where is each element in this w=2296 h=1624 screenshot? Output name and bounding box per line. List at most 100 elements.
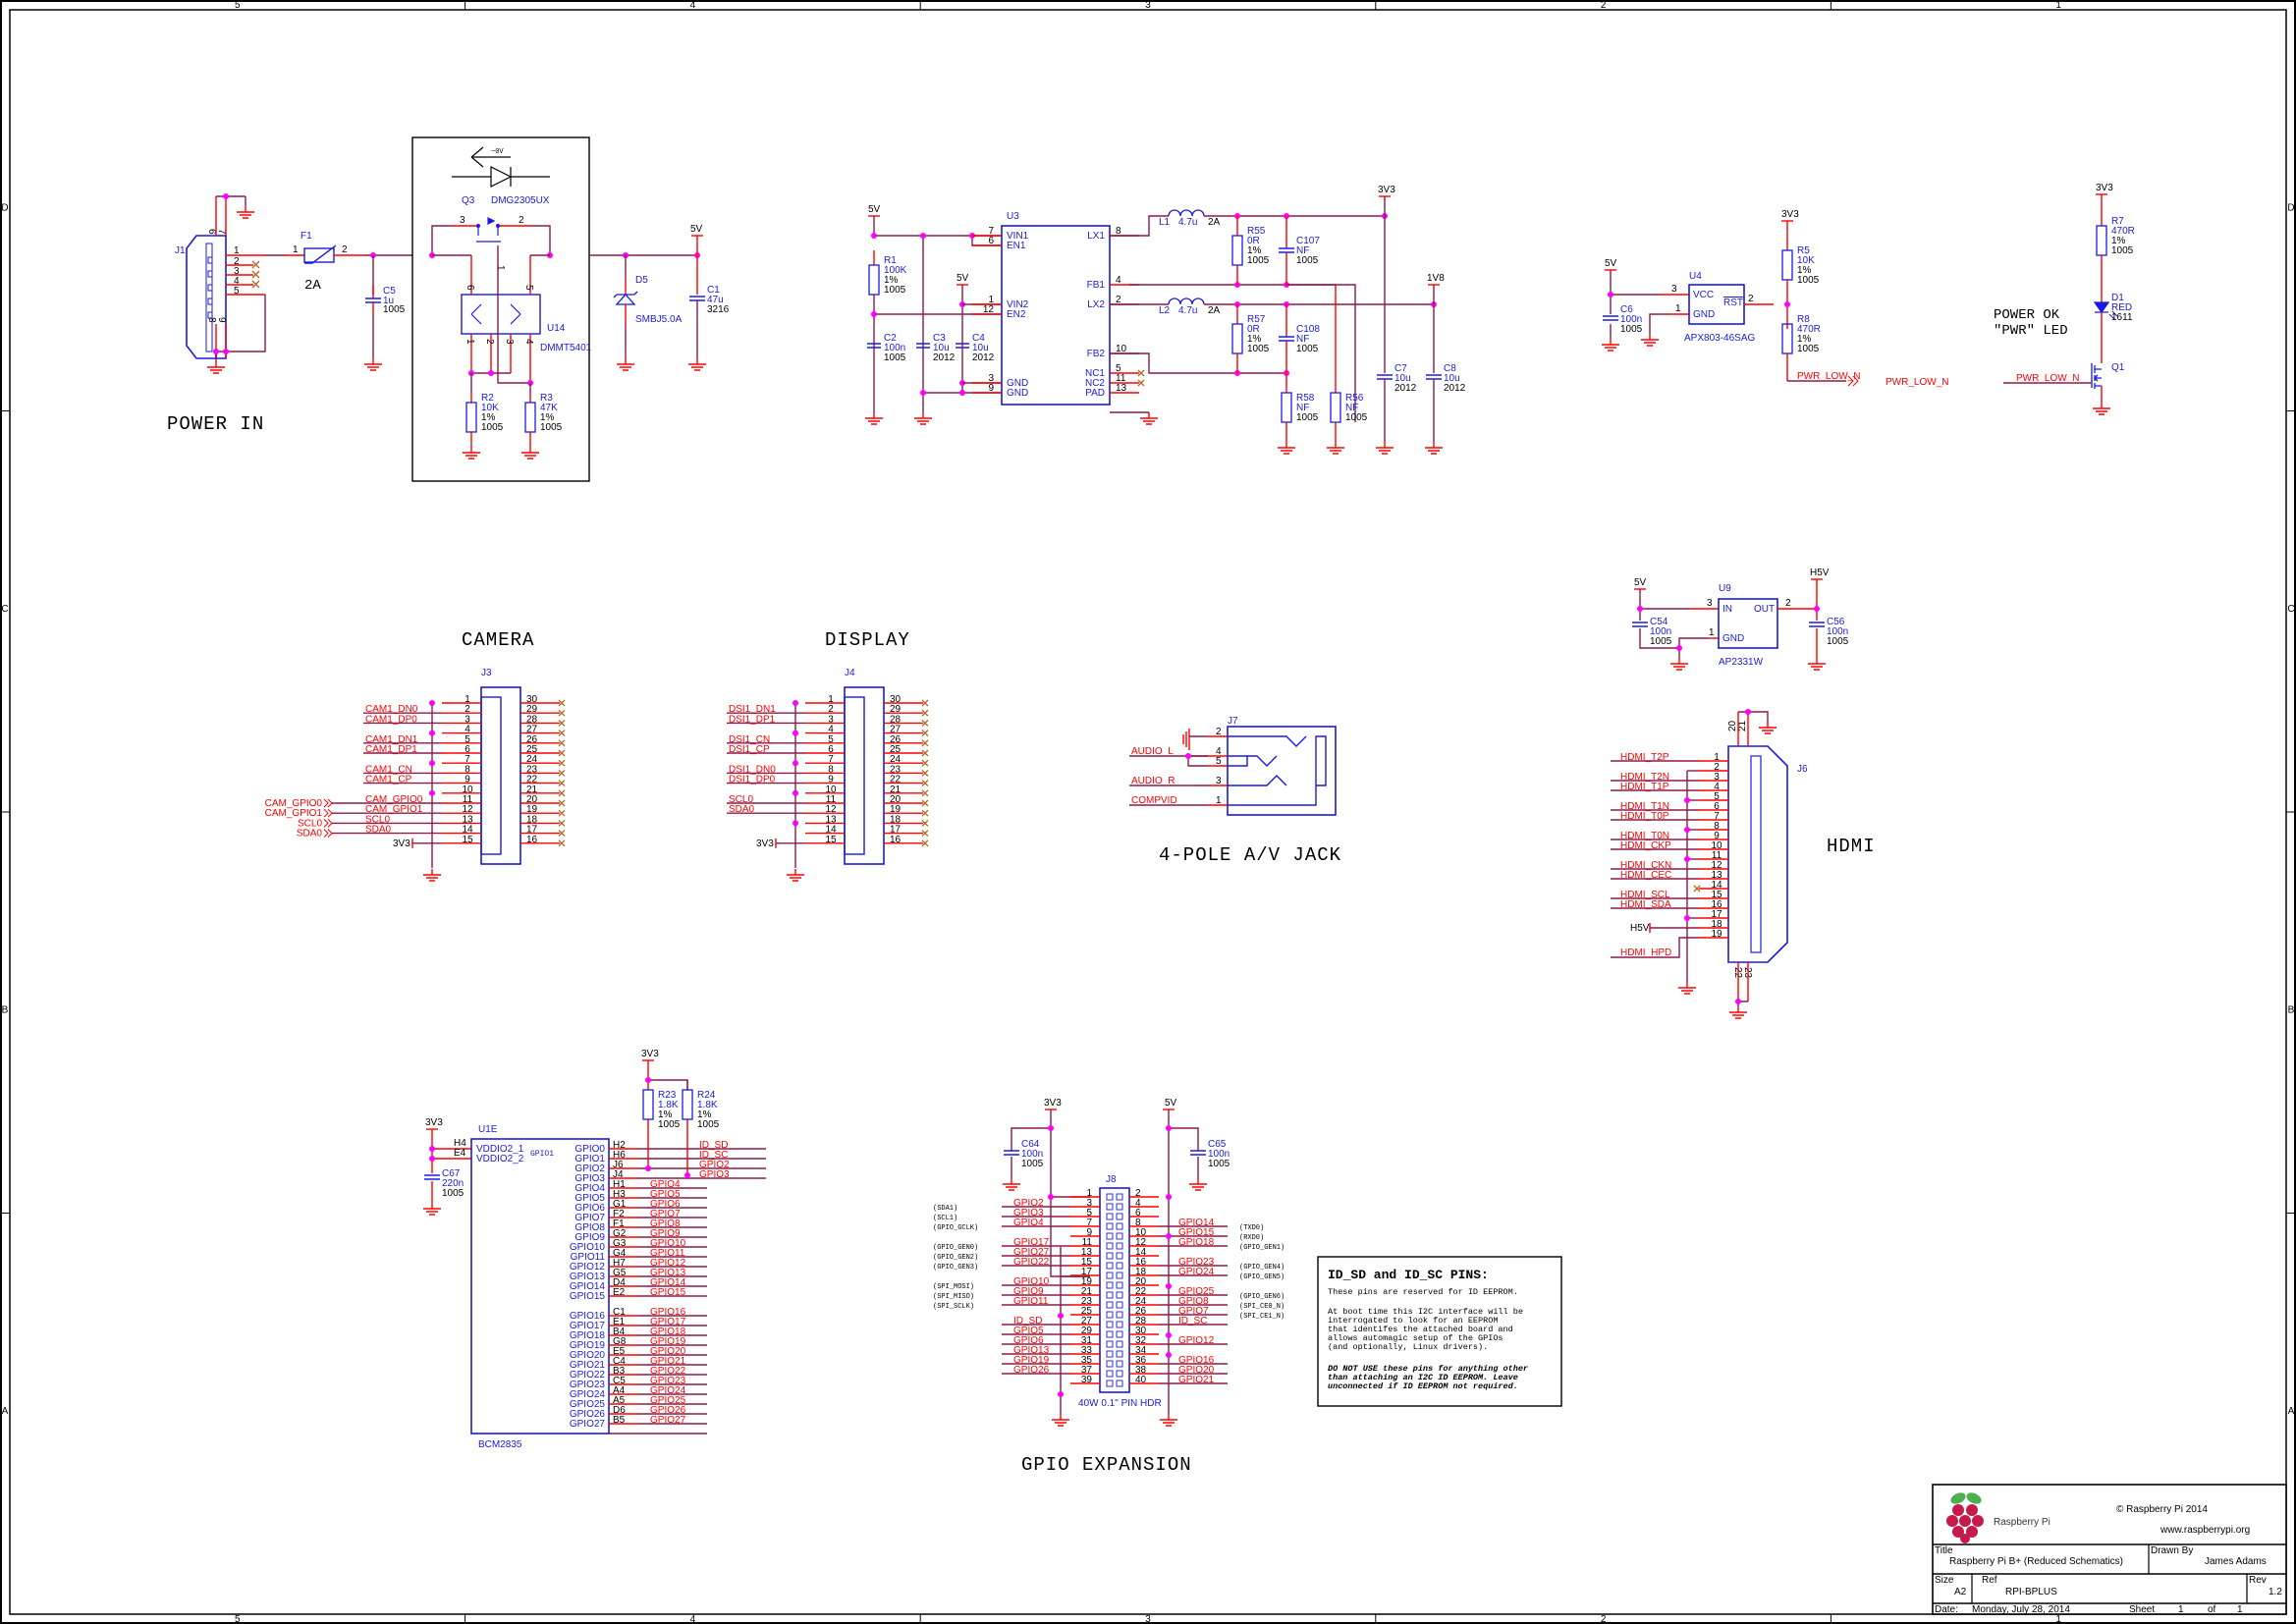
d5-tvs-diode[interactable]: D5 SMBJ5.0A	[613, 255, 683, 358]
j6-pin-number: 14	[1711, 880, 1722, 891]
r55-pkg: 1005	[1247, 255, 1270, 266]
soc-ball: D6	[613, 1405, 626, 1416]
offpage-connector-icon	[323, 829, 333, 838]
net-label: SDA0	[729, 804, 755, 815]
ground-icon	[1327, 442, 1344, 455]
soc-ball: C4	[613, 1356, 626, 1367]
c108-capacitor[interactable]: C108 NF 1005	[1279, 304, 1320, 373]
c8-ref: C8	[1444, 363, 1456, 374]
r8-pkg: 1005	[1797, 344, 1820, 354]
u4-supervisor[interactable]: U4 3 VCC 1 GND RST 2 APX803-46SAG	[1660, 271, 1774, 344]
offpage-connector-icon	[323, 819, 333, 828]
u1e-vddio2-1: VDDIO2_1	[476, 1144, 524, 1155]
svg-text:2: 2	[234, 256, 240, 267]
net-label: GPIO21	[650, 1356, 686, 1367]
pin-number: 2	[828, 704, 834, 715]
soc-gpio-name: GPIO0	[574, 1144, 605, 1155]
r55-resistor[interactable]: R55 0R 1% 1005	[1231, 216, 1270, 285]
c67-pkg: 1005	[442, 1188, 465, 1199]
r57-resistor[interactable]: R57 0R 1% 1005	[1231, 304, 1270, 373]
j6-pin21: 21	[1737, 720, 1748, 731]
pin-number: 1	[465, 694, 470, 705]
r55-tol: 1%	[1247, 245, 1262, 256]
pin-number: 15	[462, 835, 473, 845]
u3-pin-name: EN2	[1007, 309, 1026, 320]
d1-led[interactable]: D1 RED 1611	[2093, 293, 2133, 323]
soc-gpio-name: GPIO16	[570, 1311, 606, 1322]
pin-number: 11	[463, 794, 473, 805]
net-label: CAM1_DN1	[365, 734, 418, 745]
pin-function-label: (SCL1)	[933, 1215, 957, 1222]
net-label: ID_SD	[699, 1140, 728, 1151]
svg-text:4: 4	[234, 276, 240, 287]
c5-capacitor[interactable]: C5 1u 1005	[365, 255, 406, 358]
c1-capacitor[interactable]: C1 47u 3216 5V	[689, 224, 730, 358]
net-label: DSI1_DN0	[729, 764, 776, 775]
u3-pin-number: 12	[983, 304, 995, 315]
note-warning-line: than attaching an I2C ID EEPROM. Leave	[1328, 1373, 1518, 1382]
net-label: GPIO5	[650, 1189, 681, 1200]
sheets-value: 1	[2237, 1604, 2243, 1615]
c2-pkg: 1005	[884, 352, 906, 363]
camera-section: CAMERA J3 123456789101112131415302928272…	[265, 629, 566, 868]
u1e-unit-label: GPIO1	[530, 1150, 554, 1159]
u3-pin-number: 1	[988, 295, 994, 305]
r3-resistor[interactable]: R3 47K 1% 1005	[524, 383, 563, 447]
u3-pin-name: PAD	[1085, 388, 1105, 399]
u14-pin4: 4	[523, 339, 534, 345]
j6-hdmi-connector[interactable]: J6 12345678910111213141516171819HDMI_T2P…	[1611, 709, 1808, 1006]
ground-icon	[914, 412, 932, 425]
r7-value: 470R	[2111, 226, 2135, 237]
net-label: ID_SD	[1013, 1316, 1042, 1326]
c107-capacitor[interactable]: C107 NF 1005	[1279, 216, 1320, 285]
r56-resistor[interactable]: R56 NF 1005	[1330, 285, 1368, 442]
soc-ball: G2	[613, 1228, 627, 1239]
no-connect-icon	[558, 789, 566, 797]
r58-resistor[interactable]: R58 NF 1005	[1281, 373, 1319, 442]
no-connect-icon	[1137, 379, 1145, 387]
j8-pin-number: 13	[1081, 1247, 1093, 1258]
section-title-gpio: GPIO EXPANSION	[1021, 1454, 1192, 1476]
f1-polyfuse[interactable]: F1 1 2 2A	[265, 231, 363, 294]
u9-load-switch[interactable]: U9 3 IN 1 GND OUT 2 AP2331W	[1689, 583, 1817, 668]
net-label: GPIO25	[650, 1395, 686, 1406]
soc-ball: H7	[613, 1258, 626, 1269]
l2-ref: L2	[1159, 305, 1171, 316]
net-label: GPIO24	[650, 1385, 686, 1396]
c7-pkg: 2012	[1394, 383, 1417, 394]
ground-icon	[1729, 1006, 1747, 1019]
no-connect-icon	[558, 809, 566, 817]
soc-gpio-name: GPIO18	[570, 1330, 606, 1341]
u1e-bcm2835[interactable]: U1E BCM2835 H4 VDDIO2_1 E4 VDDIO2_2 GPIO…	[454, 1124, 766, 1450]
no-connect-icon	[921, 780, 929, 787]
r8-tol: 1%	[1797, 334, 1812, 345]
f1-pin1: 1	[293, 244, 299, 255]
c3-ref: C3	[933, 333, 946, 344]
j8-pin-number: 17	[1081, 1267, 1093, 1277]
pwr-led-net: PWR_LOW_N	[2016, 373, 2079, 384]
c7-capacitor[interactable]: 3V3 C7 10u 2012	[1377, 185, 1417, 442]
pin-number: 22	[526, 775, 538, 785]
j8-pin-number: 32	[1135, 1335, 1147, 1346]
j8-pin-number: 33	[1081, 1345, 1093, 1356]
u3-pin-name: GND	[1007, 388, 1028, 399]
r1-resistor[interactable]: R1 100K 1% 1005	[868, 250, 907, 412]
net-label: GPIO14	[1178, 1218, 1215, 1228]
j6-pin-number: 15	[1711, 890, 1722, 900]
net-label: GPIO12	[650, 1258, 686, 1269]
j8-pin-number: 37	[1081, 1365, 1093, 1376]
rail-3v3-label: 3V3	[756, 839, 774, 849]
j3-csi-connector[interactable]: 1234567891011121314153029282726252423222…	[363, 686, 566, 868]
r2-ref: R2	[481, 393, 494, 404]
pwr-led-title-2: "PWR" LED	[1994, 323, 2068, 339]
pin-number: 2	[465, 704, 470, 715]
r2-resistor[interactable]: R2 10K 1% 1005	[465, 373, 504, 447]
c2-value: 100n	[884, 343, 905, 353]
f1-ref: F1	[301, 231, 312, 242]
j4-dsi-connector[interactable]: 1234567891011121314153029282726252423222…	[727, 686, 929, 868]
c8-capacitor[interactable]: 1V8 C8 10u 2012	[1426, 273, 1466, 442]
